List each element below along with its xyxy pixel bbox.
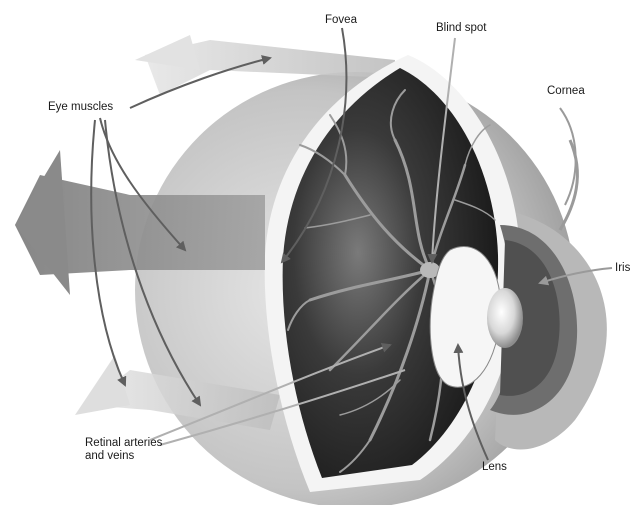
label-lens: Lens: [482, 461, 507, 474]
label-fovea: Fovea: [325, 14, 357, 27]
label-blind-spot: Blind spot: [436, 22, 487, 35]
label-iris: Iris: [615, 262, 630, 275]
label-retinal-line1: Retinal arteries: [85, 437, 195, 450]
label-cornea: Cornea: [547, 85, 585, 98]
label-eye-muscles: Eye muscles: [48, 101, 113, 114]
label-retinal-line2: and veins: [85, 450, 195, 463]
label-retinal-arteries-and-veins: Retinal arteries and veins: [85, 437, 195, 463]
